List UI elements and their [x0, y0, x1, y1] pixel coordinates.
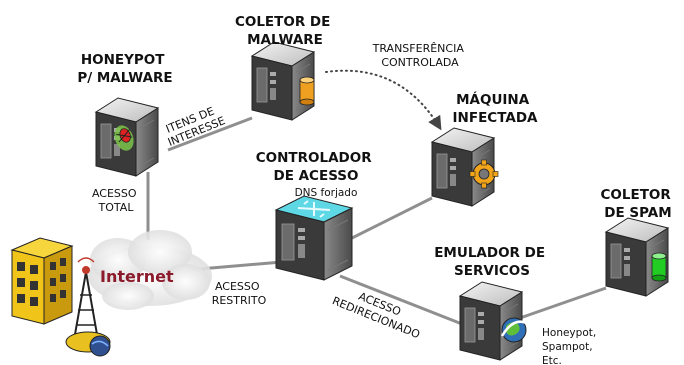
acesso-total-label: ACESSO TOTAL: [92, 187, 140, 214]
antenna-tower-icon: [65, 257, 111, 357]
transferencia-label: TRANSFERÊNCIA CONTROLADA: [372, 42, 468, 69]
maquina-infectada-label: MÁQUINA INFECTADA: [453, 91, 538, 126]
coletor-malware-server-icon: [251, 41, 315, 121]
dns-forjado-label: DNS forjado: [295, 187, 358, 199]
coletor-spam-server-icon: [605, 217, 669, 297]
gear-icon: [469, 159, 499, 189]
internet-label: Internet: [100, 267, 174, 286]
internet-cloud: [88, 230, 212, 310]
emulador-servicos-server-icon: [459, 281, 529, 361]
transfer-arrow: [325, 69, 442, 131]
coletor-spam-label: COLETOR DE SPAM: [601, 187, 676, 221]
line-honeypot-coletor: [167, 116, 253, 152]
maquina-infectada-server-icon: [431, 127, 499, 207]
coletor-malware-label: COLETOR DE MALWARE: [235, 14, 335, 48]
emulador-note: Honeypot, Spampot, Etc.: [542, 327, 600, 365]
acesso-restrito-label: ACESSO RESTRITO: [212, 280, 267, 307]
line-controlador-emulador: [339, 274, 463, 326]
honeypot-server-icon: [95, 97, 159, 177]
honeypot-label: HONEYPOT P/ MALWARE: [77, 52, 172, 86]
controlador-acesso-label: CONTROLADOR DE ACESSO: [256, 150, 377, 184]
itens-interesse-label: ITENS DE INTERESSE: [161, 102, 227, 149]
controlador-acesso-server-icon: [274, 195, 354, 281]
line-controlador-maquina: [351, 196, 433, 240]
building-icon: [10, 237, 74, 325]
line-emulador-coletor-spam: [519, 286, 607, 320]
emulador-servicos-label: EMULADOR DE SERVICOS: [434, 245, 550, 279]
globe-icon: [500, 317, 529, 343]
